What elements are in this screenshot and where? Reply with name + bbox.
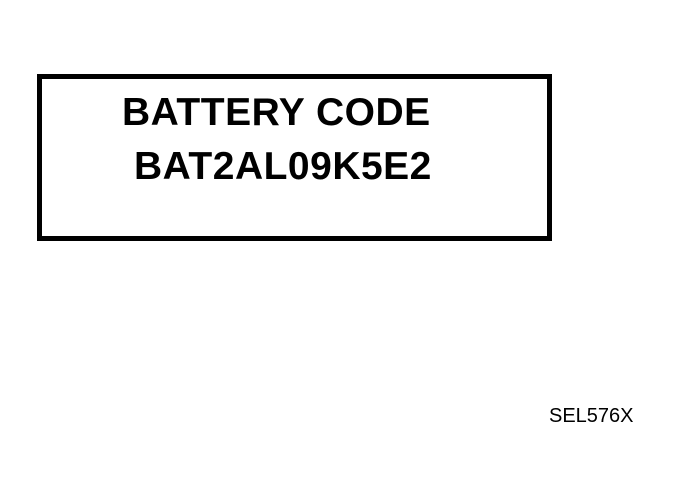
figure-reference: SEL576X [549, 405, 634, 427]
battery-code-value: BAT2AL09K5E2 [134, 145, 432, 188]
label-title: BATTERY CODE [122, 91, 431, 134]
battery-code-label: BATTERY CODE BAT2AL09K5E2 [37, 74, 552, 241]
